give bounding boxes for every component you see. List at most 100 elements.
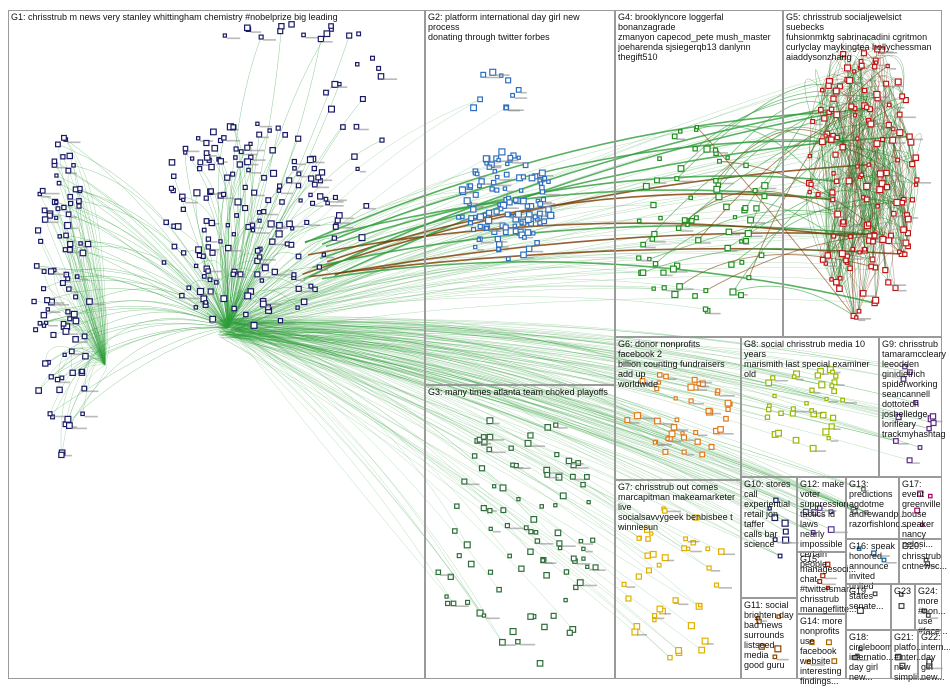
node-caption-mark [296,170,303,172]
node-caption-mark [250,31,262,33]
node [311,181,318,188]
edge [229,234,891,334]
group-label-g23: G23 [894,586,912,596]
edge [219,319,867,513]
group-box-g19: G19 [846,584,891,630]
node-caption-mark [291,225,305,228]
edge [78,200,106,366]
node-caption-mark [185,201,198,204]
node [512,223,518,229]
edge [227,26,282,329]
edge [222,322,695,380]
edge [220,337,768,418]
node [65,167,72,174]
edge [63,207,106,366]
edge [53,269,106,366]
node [205,236,212,242]
node-caption-mark [281,227,288,229]
node [67,193,74,200]
edge [235,329,673,435]
edge [853,90,865,318]
node-caption-mark [477,249,484,251]
node [242,205,249,212]
node [315,174,322,181]
node-caption-mark [525,256,534,259]
edge [218,322,485,616]
node [471,227,477,233]
node-caption-mark [214,321,221,323]
node [473,244,478,250]
edge [84,346,106,389]
node-caption-mark [337,199,347,202]
edge [227,326,864,490]
edge [225,334,867,513]
edge [873,98,906,255]
node-caption-mark [84,415,98,418]
node [516,155,521,160]
edge [226,336,560,544]
node-caption-mark [243,153,258,156]
edge [227,98,364,329]
node [295,135,302,142]
edge [809,191,860,312]
node [356,31,362,37]
node [494,174,500,180]
node [77,185,83,192]
edge [842,37,877,63]
node [507,154,514,161]
edge [232,322,468,545]
edge [220,323,652,534]
edge [63,137,106,366]
edge [220,327,770,509]
edge [237,288,654,330]
node-caption-mark [499,241,508,243]
edge [236,331,916,403]
node [64,221,72,230]
edge [224,256,639,328]
edge [748,65,889,278]
node [519,220,524,225]
node [195,246,202,254]
edge [221,319,832,387]
edge [234,318,710,413]
edge [231,318,770,509]
edge [237,336,678,421]
node [60,320,67,327]
node-caption-mark [47,221,59,224]
node-caption-mark [296,163,306,166]
edge [65,309,229,332]
edge [227,177,319,329]
node [197,166,203,172]
node [286,177,293,184]
edge [864,75,906,106]
node [257,218,262,223]
node-caption-mark [59,381,70,384]
edge [224,337,692,388]
node [209,249,216,256]
edge [744,108,871,211]
edge [54,161,229,329]
node-caption-mark [495,184,512,187]
edge [655,209,838,265]
node [40,286,47,292]
edge [222,220,692,335]
edge [233,326,658,422]
node [208,188,214,194]
node [468,183,474,189]
edge [237,323,510,557]
node [275,125,281,131]
node [171,243,178,250]
node-caption-mark [276,273,293,276]
node [203,300,209,305]
edge [220,320,712,448]
edge [81,349,106,372]
edge [221,322,503,643]
group-label-g2: G2: platform international day girl new … [428,12,580,42]
node [279,199,285,205]
node-caption-mark [281,192,293,195]
edge [47,296,106,366]
node [331,235,337,241]
node [174,223,182,230]
edge [229,330,671,658]
node [171,173,177,180]
